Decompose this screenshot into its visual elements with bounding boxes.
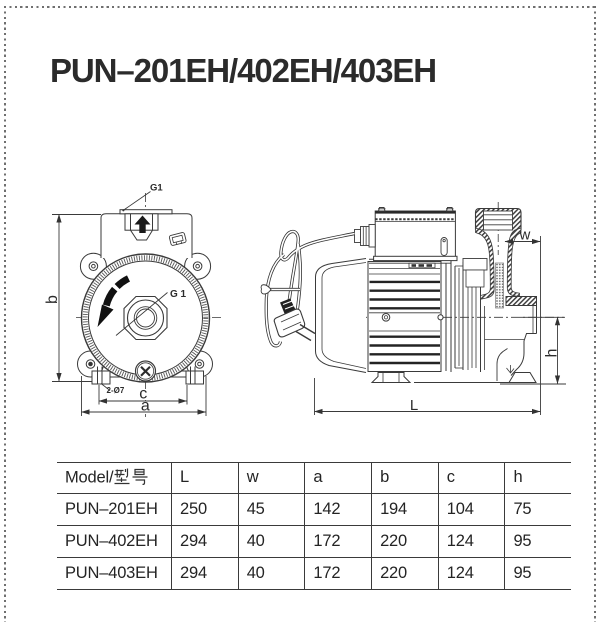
svg-text:a: a xyxy=(141,398,150,415)
svg-text:w: w xyxy=(519,227,531,244)
svg-text:h: h xyxy=(544,349,561,358)
svg-text:b: b xyxy=(44,295,61,304)
svg-text:c: c xyxy=(139,386,147,403)
svg-text:G 1: G 1 xyxy=(170,289,187,300)
svg-text:2-Ø7: 2-Ø7 xyxy=(107,386,125,395)
svg-text:L: L xyxy=(410,397,418,414)
svg-text:G1: G1 xyxy=(150,183,163,194)
